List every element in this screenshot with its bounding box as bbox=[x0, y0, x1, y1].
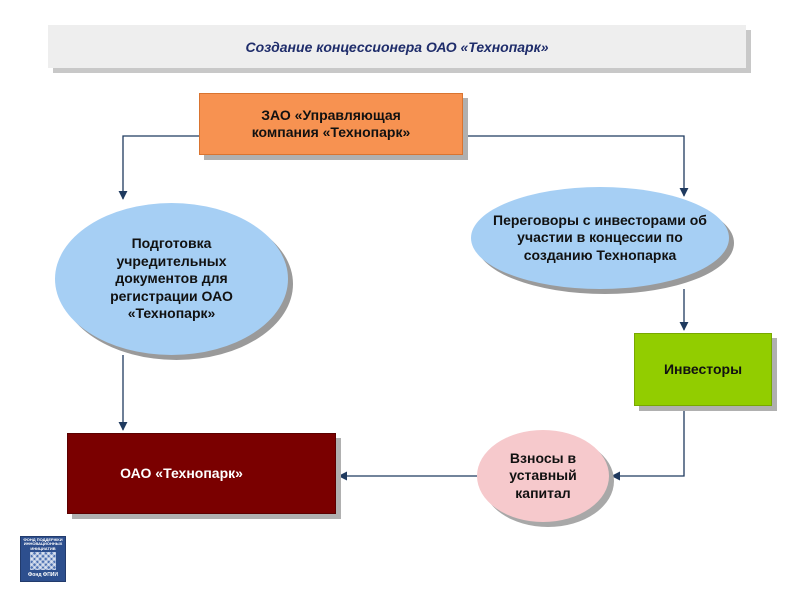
node-documents-preparation: Подготовка учредительных документов для … bbox=[55, 203, 288, 355]
node-zao-label: ЗАО «Управляющая компания «Технопарк» bbox=[251, 106, 411, 141]
node-negotiations-label: Переговоры с инвесторами об участии в ко… bbox=[493, 211, 707, 263]
node-investors: Инвесторы bbox=[634, 333, 772, 406]
page-title: Создание концессионера ОАО «Технопарк» bbox=[245, 38, 549, 55]
node-capital-contributions: Взносы в уставный капитал bbox=[477, 430, 609, 522]
fund-logo-emblem bbox=[30, 552, 56, 570]
node-zao-management-company: ЗАО «Управляющая компания «Технопарк» bbox=[199, 93, 463, 155]
node-oao-technopark: ОАО «Технопарк» bbox=[67, 433, 336, 514]
connector-zao-to-documents bbox=[118, 135, 199, 200]
node-documents-label: Подготовка учредительных документов для … bbox=[110, 235, 233, 322]
node-investor-negotiations: Переговоры с инвесторами об участии в ко… bbox=[471, 187, 729, 289]
fund-logo-bottom-text: Фонд ФПИИ bbox=[28, 572, 58, 578]
node-oao-label: ОАО «Технопарк» bbox=[120, 464, 243, 481]
connector-zao-to-negotiations bbox=[463, 135, 689, 197]
node-investors-label: Инвесторы bbox=[663, 360, 743, 377]
connector-investors-to-contributions bbox=[611, 408, 685, 481]
fund-logo-top-text: ФОНД ПОДДЕРЖКИ ИННОВАЦИОННЫХ ИНИЦИАТИВ bbox=[23, 537, 63, 551]
title-bar: Создание концессионера ОАО «Технопарк» bbox=[48, 25, 746, 68]
node-contributions-label: Взносы в уставный капитал bbox=[509, 449, 577, 501]
